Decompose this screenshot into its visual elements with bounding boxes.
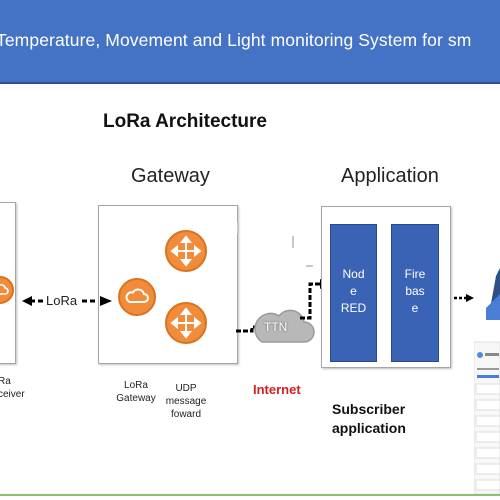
gateway-box	[98, 205, 238, 364]
node-caption-line-1: Ra	[0, 376, 11, 387]
router-icon	[165, 302, 207, 344]
firebase-line-3: e	[411, 301, 419, 315]
dashboard-screenshot	[474, 224, 500, 494]
node-red-label: Nod e RED	[331, 225, 376, 317]
internet-label: Internet	[253, 382, 301, 397]
lora-link-arrow	[22, 296, 112, 306]
firebase-block: Fire bas e	[391, 224, 439, 362]
subscriber-line-2: application	[332, 420, 406, 436]
bottom-divider	[0, 494, 500, 496]
node-caption: Ra ceiver	[0, 375, 25, 401]
udp-caption-line-3: foward	[170, 409, 201, 420]
udp-caption-line-1: UDP	[175, 383, 197, 394]
application-title: Application	[341, 165, 439, 187]
ttn-cloud-icon	[254, 309, 315, 343]
subscriber-label: Subscriber application	[332, 400, 406, 438]
lora-gateway-cloud-icon	[118, 278, 156, 316]
dashboard-thumbnail	[474, 224, 500, 494]
lora-link-label: LoRa	[45, 293, 79, 308]
node-red-line-1: Nod	[342, 267, 365, 281]
udp-caption-line-2: message	[165, 396, 207, 407]
gateway-ttn-connector	[236, 325, 266, 333]
lora-gateway-caption-line-2: Gateway	[116, 393, 156, 404]
udp-caption: UDP message foward	[163, 382, 209, 421]
node-caption-line-2: ceiver	[0, 389, 25, 400]
lora-gateway-caption: LoRa Gateway	[113, 379, 159, 405]
router-icon	[165, 230, 207, 272]
dashboard-arrow	[454, 294, 474, 302]
title-banner: Temperature, Movement and Light monitori…	[0, 0, 500, 84]
node-red-block: Nod e RED	[330, 224, 377, 362]
diagram-title: LoRa Architecture	[103, 111, 267, 132]
banner-title: Temperature, Movement and Light monitori…	[0, 30, 472, 50]
node-red-line-3: RED	[340, 301, 367, 315]
gateway-title: Gateway	[131, 165, 210, 187]
firebase-label: Fire bas e	[392, 225, 438, 317]
subscriber-line-1: Subscriber	[332, 401, 406, 417]
node-red-line-2: e	[350, 284, 357, 298]
lora-gateway-caption-line-1: LoRa	[124, 380, 148, 391]
ttn-label: TTN	[264, 320, 288, 334]
firebase-line-2: bas	[405, 284, 425, 298]
firebase-line-1: Fire	[404, 267, 426, 281]
